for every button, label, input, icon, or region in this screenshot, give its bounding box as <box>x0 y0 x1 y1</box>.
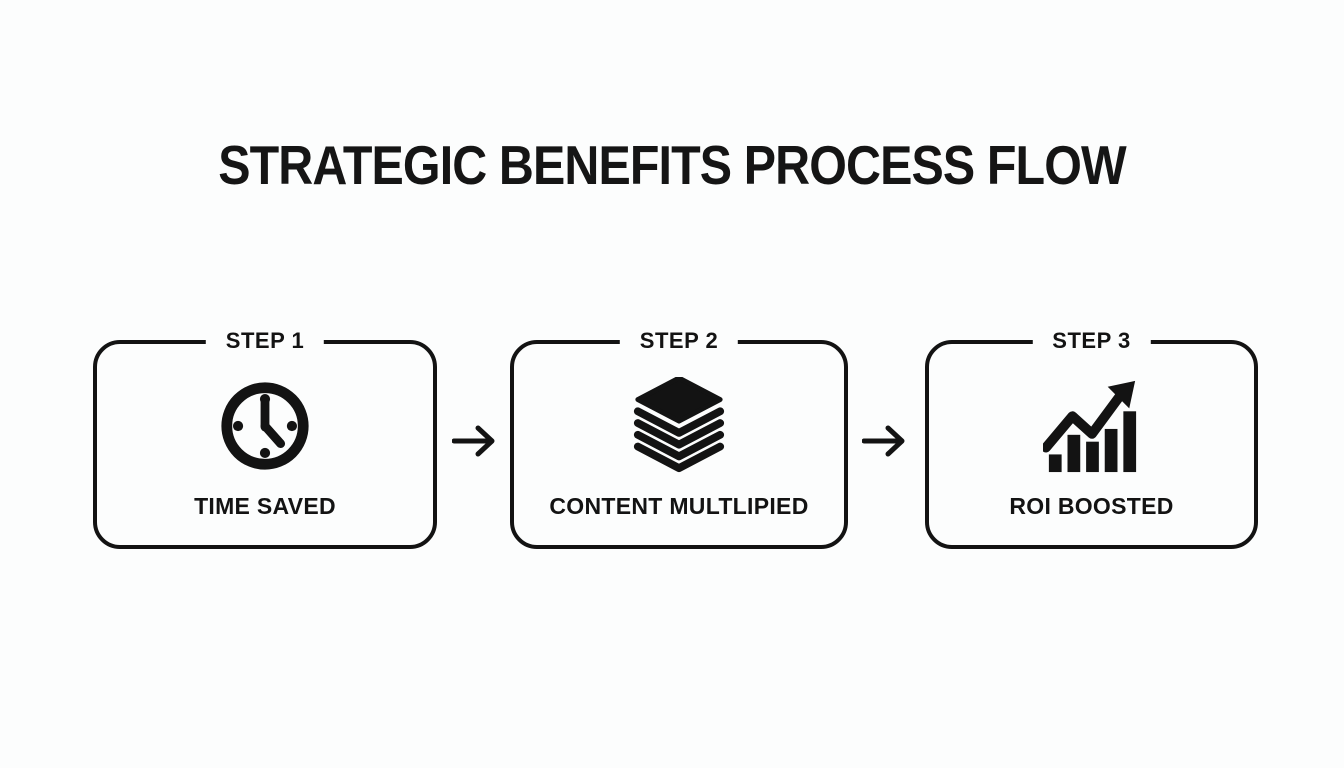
growth-chart-icon <box>1042 377 1141 475</box>
clock-icon <box>216 377 314 475</box>
step-caption: ROI BOOSTED <box>1009 493 1174 519</box>
step-box-1: STEP 1 TIME SAVED <box>93 329 437 549</box>
arrow-right-icon <box>862 421 908 461</box>
step-label: STEP 1 <box>205 329 325 353</box>
step-caption: TIME SAVED <box>194 493 336 519</box>
step-label: STEP 3 <box>1032 329 1151 353</box>
step-label: STEP 2 <box>619 329 739 353</box>
step-box-2: STEP 2 CONTENT MULTLIPIED <box>510 329 848 549</box>
page-title: STRATEGIC BENEFITS PROCESS FLOW <box>218 134 1126 196</box>
arrow-right-icon <box>452 421 498 461</box>
step-caption: CONTENT MULTLIPIED <box>549 493 809 519</box>
layers-icon <box>630 377 728 475</box>
step-box-3: STEP 3 ROI BOOSTED <box>925 329 1258 549</box>
